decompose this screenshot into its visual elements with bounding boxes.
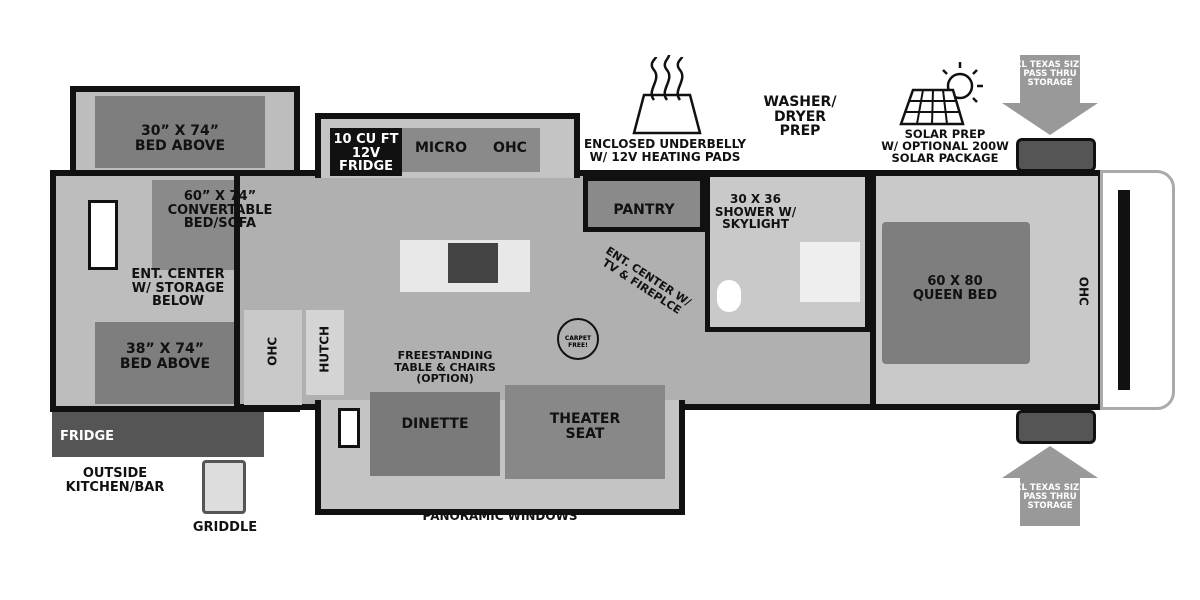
storage-door-bottom [1016, 410, 1096, 444]
label-queen-bed: 60 X 80 QUEEN BED [912, 274, 998, 303]
ohc-left-cabinet [244, 310, 302, 405]
micro-cabinet [402, 128, 480, 172]
label-bed-above-bottom: 38” X 74” BED ABOVE [119, 341, 211, 372]
front-cap [1100, 170, 1175, 410]
pantry-room [583, 176, 705, 232]
label-panoramic: PANORAMIC WINDOWS [422, 509, 578, 523]
label-micro: MICRO [414, 140, 468, 156]
front-cap-window [1118, 190, 1130, 390]
label-outside-kitchen: OUTSIDE KITCHEN/BAR [65, 466, 165, 495]
window-dinette [338, 408, 360, 448]
label-theater-seat: THEATER SEAT [549, 411, 621, 442]
label-pantry: PANTRY [613, 202, 675, 218]
bed-above-top [95, 96, 265, 168]
fridge-inside [330, 128, 402, 176]
queen-bed [882, 222, 1030, 364]
solar-panel-icon [899, 62, 983, 126]
label-ohc-front: OHC [1076, 276, 1091, 306]
window-left [88, 200, 118, 270]
label-bed-above-top: 30” X 74” BED ABOVE [134, 123, 226, 154]
label-ohc-kitchen: OHC [493, 140, 527, 156]
bed-above-bottom [95, 322, 235, 404]
sink [448, 243, 498, 283]
theater-seat-unit [505, 385, 665, 479]
label-washer-dryer: WASHER/ DRYER PREP [763, 94, 837, 140]
storage-door-top [1016, 138, 1096, 172]
toilet [717, 280, 741, 312]
label-griddle: GRIDDLE [192, 520, 258, 535]
label-underbelly: ENCLOSED UNDERBELLY W/ 12V HEATING PADS [583, 137, 747, 164]
label-ent-center-storage: ENT. CENTER W/ STORAGE BELOW [131, 267, 225, 310]
label-pass-thru-bottom: XL TEXAS SIZE PASS THRU STORAGE [1014, 483, 1085, 511]
label-hutch: HUTCH [317, 325, 332, 373]
outside-kitchen [52, 412, 264, 457]
label-convertable: 60” X 74” CONVERTABLE BED/SOFA [167, 189, 273, 232]
carpet-free-icon: CARPET FREE! [557, 318, 599, 360]
label-fridge-inside: 10 CU FT 12V FRIDGE [333, 132, 399, 175]
label-shower: 30 X 36 SHOWER W/ SKYLIGHT [714, 192, 797, 232]
arrow-up-icon [1002, 446, 1098, 526]
arrow-down-icon [1002, 55, 1098, 135]
vanity [800, 242, 860, 302]
heating-pad-icon [632, 55, 702, 135]
label-fridge-outside: FRIDGE [59, 429, 115, 444]
ohc-kitchen-cabinet [480, 128, 540, 172]
label-dinette: DINETTE [401, 416, 469, 432]
label-solar: SOLAR PREP W/ OPTIONAL 200W SOLAR PACKAG… [881, 127, 1009, 166]
hutch-cabinet [306, 310, 344, 395]
label-ohc-left: OHC [265, 336, 280, 366]
label-pass-thru-top: XL TEXAS SIZE PASS THRU STORAGE [1014, 60, 1085, 88]
label-freestanding: FREESTANDING TABLE & CHAIRS (OPTION) [394, 349, 496, 386]
dinette-table [370, 392, 500, 476]
griddle-unit [202, 460, 246, 514]
